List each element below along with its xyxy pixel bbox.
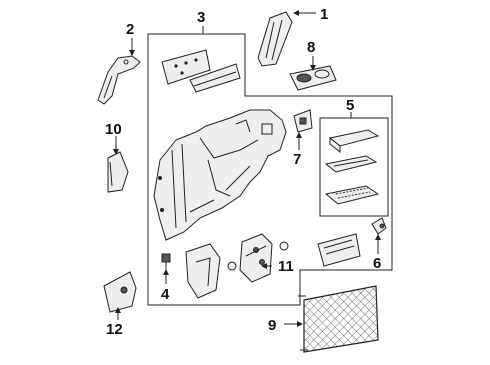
part-air-duct <box>185 243 221 299</box>
part-cargo-net <box>298 285 379 353</box>
group-frame <box>147 33 393 306</box>
part-quarter-trim-panel <box>153 109 287 241</box>
callout-2: 2 <box>126 21 134 38</box>
callout-4: 4 <box>161 286 170 303</box>
callout-10: 10 <box>105 121 122 138</box>
part-trim-panel-upper <box>161 49 241 93</box>
callout-8: 8 <box>307 39 315 56</box>
part-cup-holder <box>289 65 337 91</box>
part-lamp-assembly <box>324 129 380 205</box>
part-fastener-4 <box>161 253 171 270</box>
callout-5: 5 <box>346 97 354 114</box>
part-clips-center <box>227 241 289 271</box>
part-vent-11 <box>239 233 273 283</box>
leader-lines <box>113 10 381 327</box>
part-cover-10 <box>107 151 129 193</box>
part-bracket <box>293 109 313 133</box>
part-storage-tray <box>317 233 361 267</box>
part-pillar-trim <box>257 11 293 67</box>
callout-7: 7 <box>293 151 301 168</box>
callout-9: 9 <box>268 317 276 334</box>
part-clip-6 <box>371 217 387 235</box>
subgroup-frame-5 <box>319 117 389 217</box>
callout-11: 11 <box>278 258 294 275</box>
callout-12: 12 <box>106 321 123 338</box>
part-panel-12 <box>103 271 137 313</box>
callout-3: 3 <box>197 9 205 26</box>
part-side-pillar <box>97 55 141 105</box>
callout-1: 1 <box>320 6 328 23</box>
callout-6: 6 <box>373 255 381 272</box>
